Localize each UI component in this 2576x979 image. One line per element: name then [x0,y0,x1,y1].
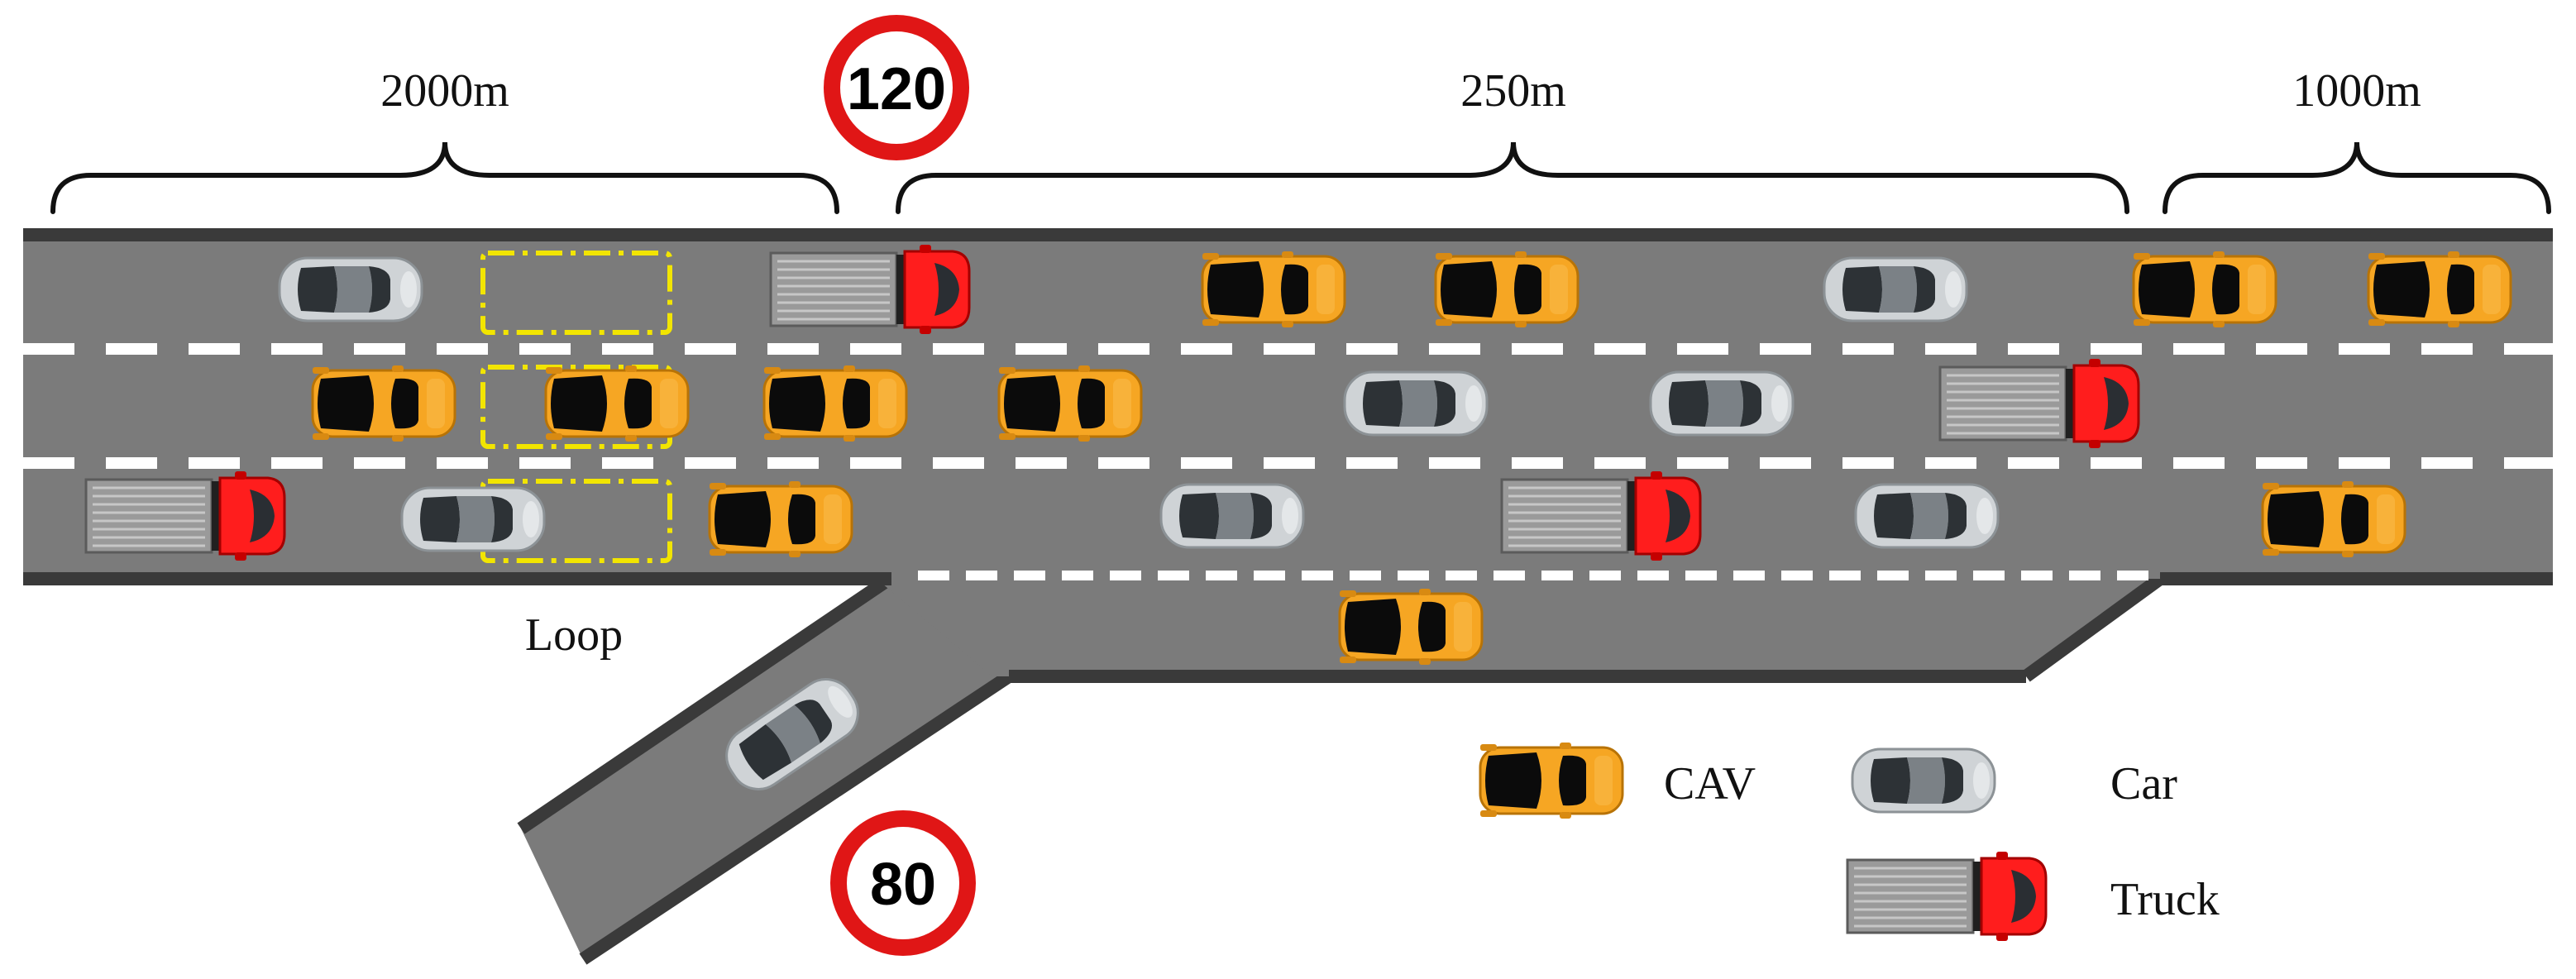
cav-vehicle [2132,250,2277,329]
car-vehicle [1159,483,1305,549]
legend-truck-label: Truck [2110,874,2220,925]
brace-250m [896,141,2129,214]
legend-car-icon [1851,747,1996,814]
cav-vehicle [1434,250,1580,329]
truck-vehicle [769,243,971,336]
legend-car-label: Car [2110,758,2177,809]
legend-cav-icon [1479,741,1624,820]
loop-label: Loop [525,609,623,661]
cav-vehicle [1338,587,1484,666]
legend-cav-label: CAV [1664,758,1756,809]
car-vehicle [1854,483,2000,549]
cav-vehicle [1201,250,1346,329]
car-vehicle [400,486,546,552]
cav-vehicle [544,364,690,443]
acceleration-lane [877,579,2167,676]
cav-vehicle [311,364,456,443]
dimension-label-2000m: 2000m [380,65,509,117]
road [23,228,2553,965]
brace-1000m [2163,141,2551,214]
truck-vehicle [1500,470,1702,562]
cav-vehicle [2261,480,2406,559]
speed-limit-sign-mainline: 120 [824,15,969,160]
car-vehicle [1649,370,1795,437]
speed-limit-80-text: 80 [870,852,936,918]
cav-vehicle [997,364,1143,443]
cav-vehicle [708,480,853,559]
car-vehicle [278,256,423,322]
loop-detector-lane-2 [480,365,672,449]
truck-vehicle [1938,357,2140,450]
brace-2000m [50,141,839,214]
speed-limit-120-text: 120 [847,56,946,122]
cav-vehicle [762,364,908,443]
car-vehicle [1343,370,1489,437]
car-vehicle [1823,256,1968,322]
loop-detector-lane-1 [480,251,672,335]
dimension-label-1000m: 1000m [2292,65,2421,117]
dimension-braces [50,141,2551,214]
dimension-label-250m: 250m [1460,65,1566,117]
legend-truck-icon [1846,850,2048,943]
cav-vehicle [2367,250,2512,329]
lane-markings [23,343,2553,580]
speed-limit-sign-ramp: 80 [830,810,976,956]
legend: CAV Car Truck [1479,741,2220,943]
truck-vehicle [84,470,286,562]
